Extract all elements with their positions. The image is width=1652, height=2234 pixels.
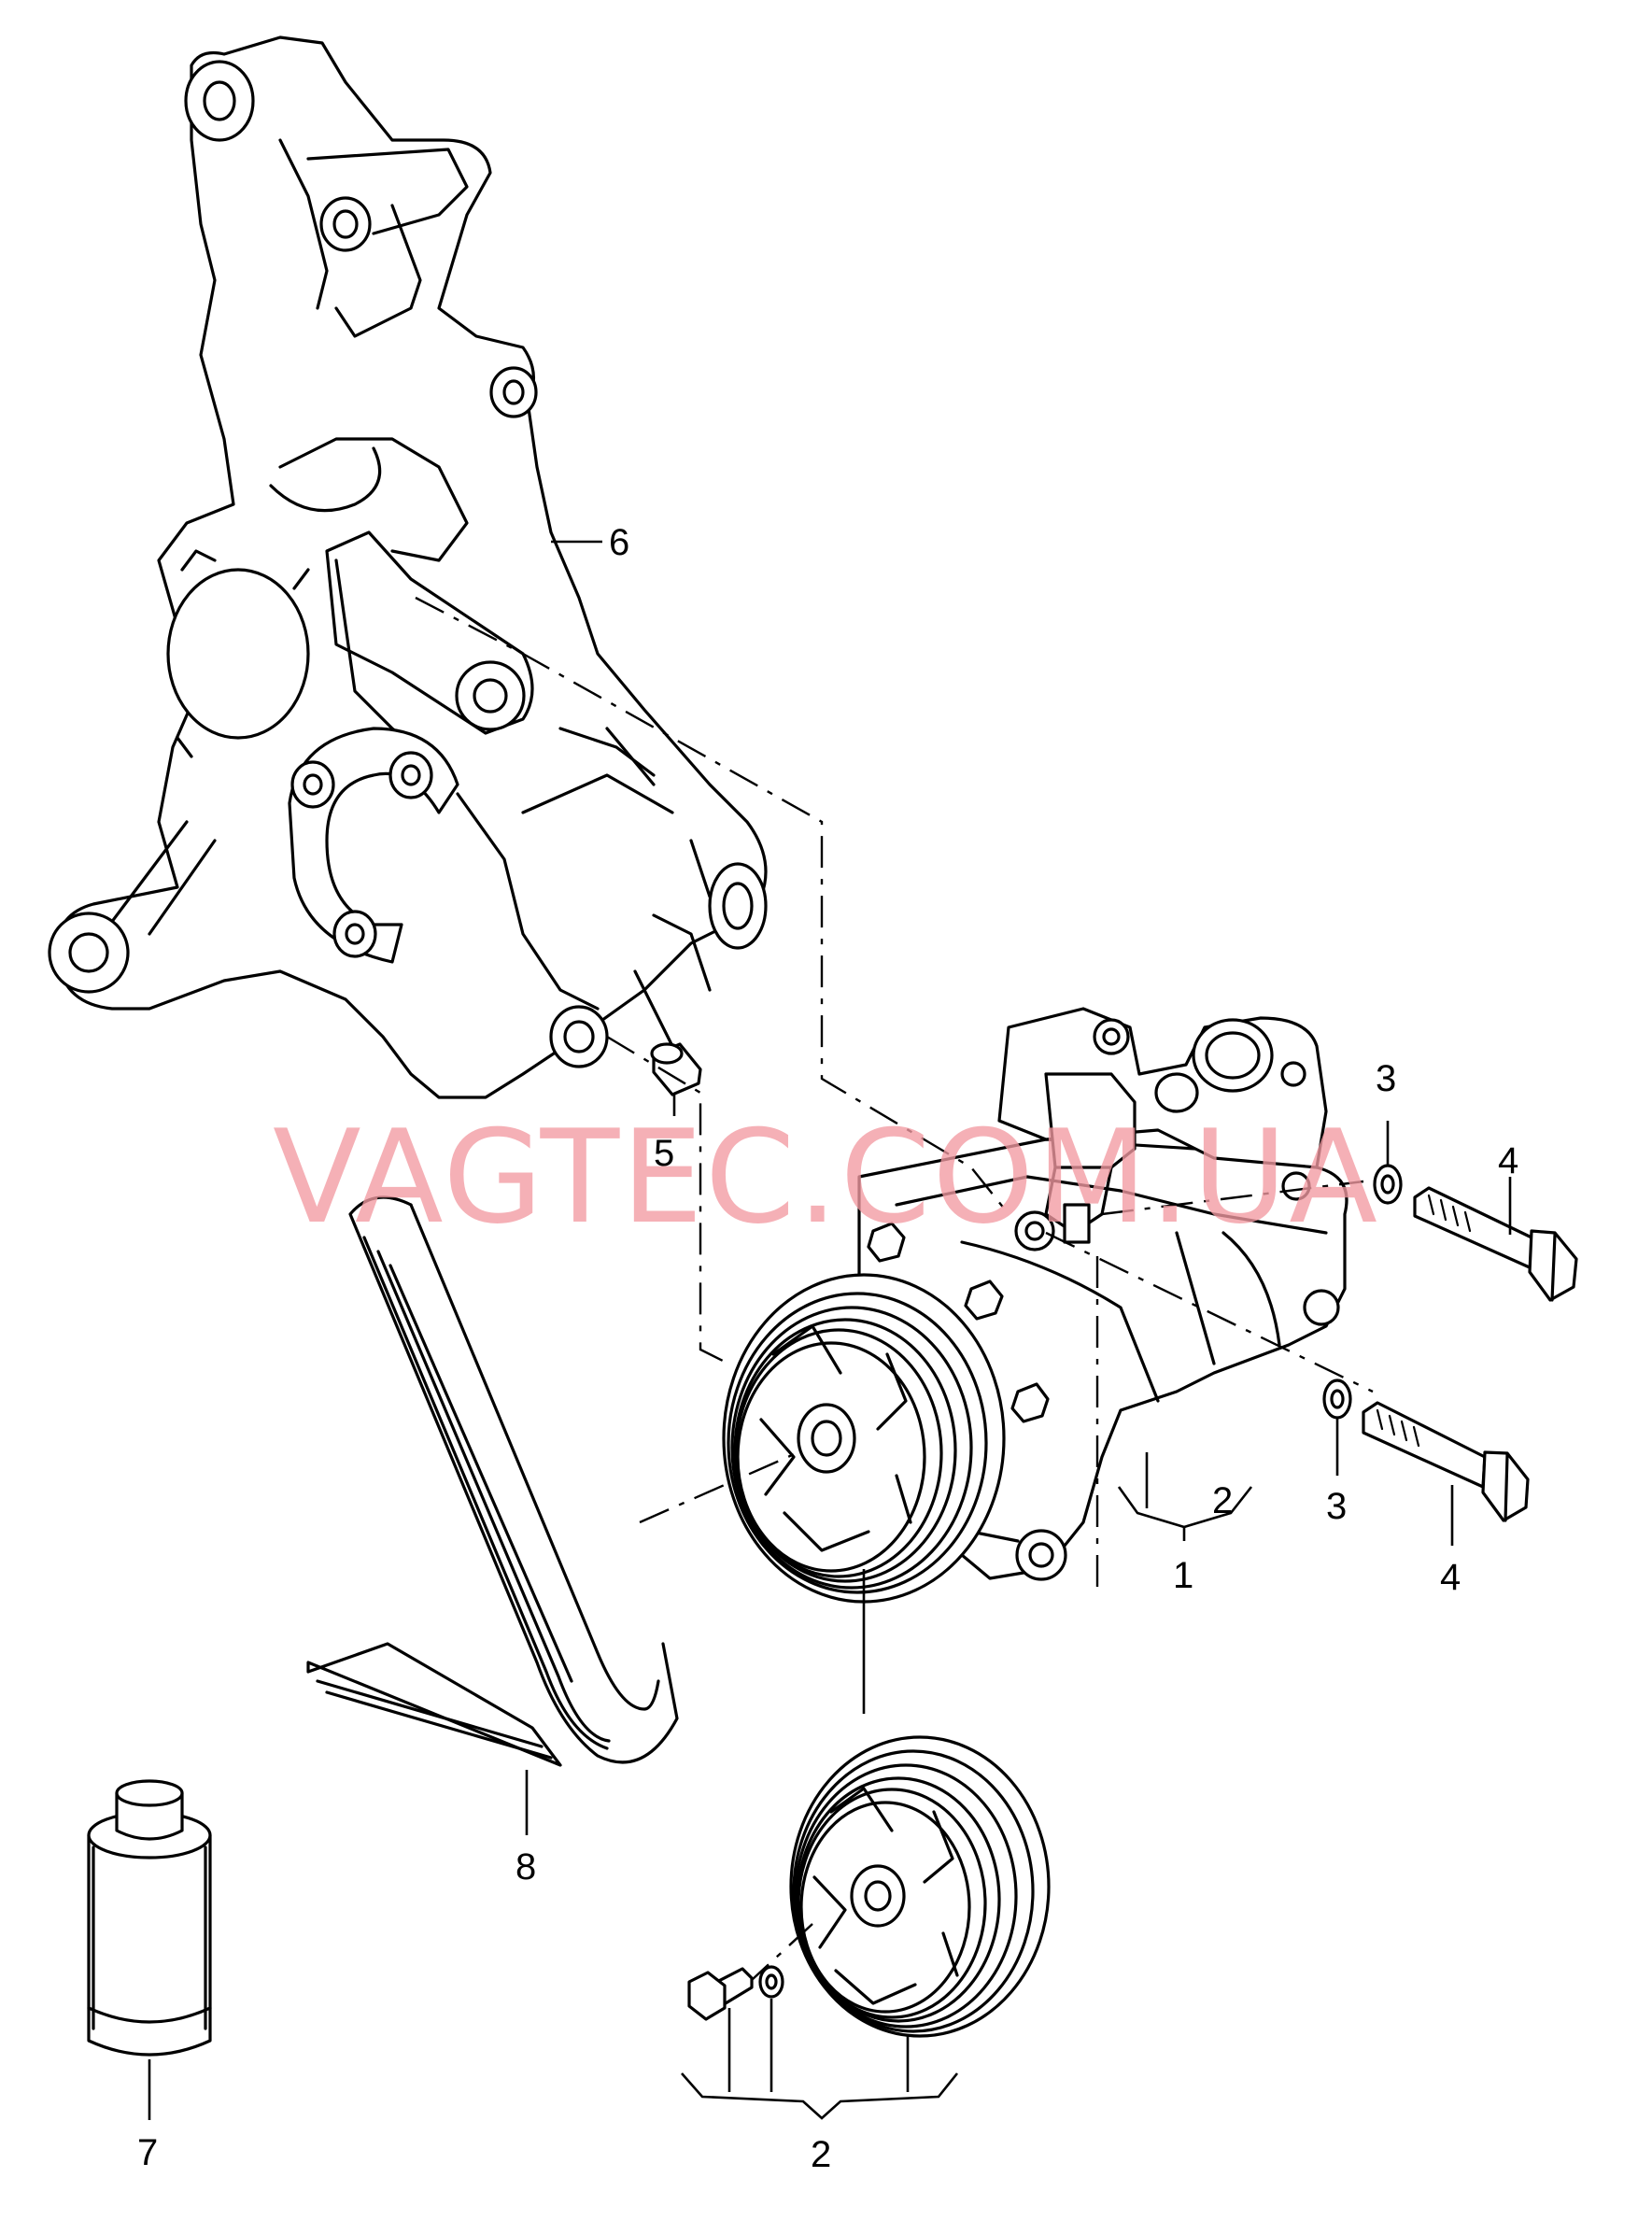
callout-6: 6 — [609, 522, 629, 563]
callout-4-upper: 4 — [1498, 1140, 1518, 1181]
poly-v-belt — [306, 1195, 679, 1767]
callout-7: 7 — [137, 2132, 158, 2173]
upper-washer — [1373, 1164, 1403, 1205]
bush — [650, 1042, 702, 1096]
upper-bolt — [1413, 1186, 1578, 1302]
compressor-oil-bottle — [87, 1779, 212, 2057]
callout-4-lower: 4 — [1440, 1557, 1461, 1598]
callout-5: 5 — [654, 1133, 674, 1174]
ac-compressor — [722, 1007, 1348, 1604]
callout-8: 8 — [515, 1846, 536, 1888]
leader-lines — [148, 540, 1512, 2120]
callout-1: 1 — [1173, 1555, 1193, 1596]
callout-2-clutch: 2 — [1212, 1480, 1233, 1521]
accessory-bracket — [48, 35, 768, 1099]
lower-bolt — [1362, 1401, 1530, 1522]
watermark-text: VAGTEC.COM.UA — [273, 1102, 1379, 1252]
pulley-bolt — [687, 1967, 754, 2021]
clutch-pulley — [789, 1735, 1051, 2038]
callout-labels: 6 5 3 4 2 1 3 4 8 7 2 — [137, 522, 1518, 2175]
callout-3-upper: 3 — [1376, 1058, 1396, 1099]
lower-washer — [1322, 1379, 1352, 1420]
callout-2-pulley: 2 — [811, 2134, 831, 2175]
pulley-washer — [758, 1965, 784, 1999]
assembly-lines — [415, 596, 1374, 1981]
callout-3-lower: 3 — [1326, 1486, 1347, 1527]
